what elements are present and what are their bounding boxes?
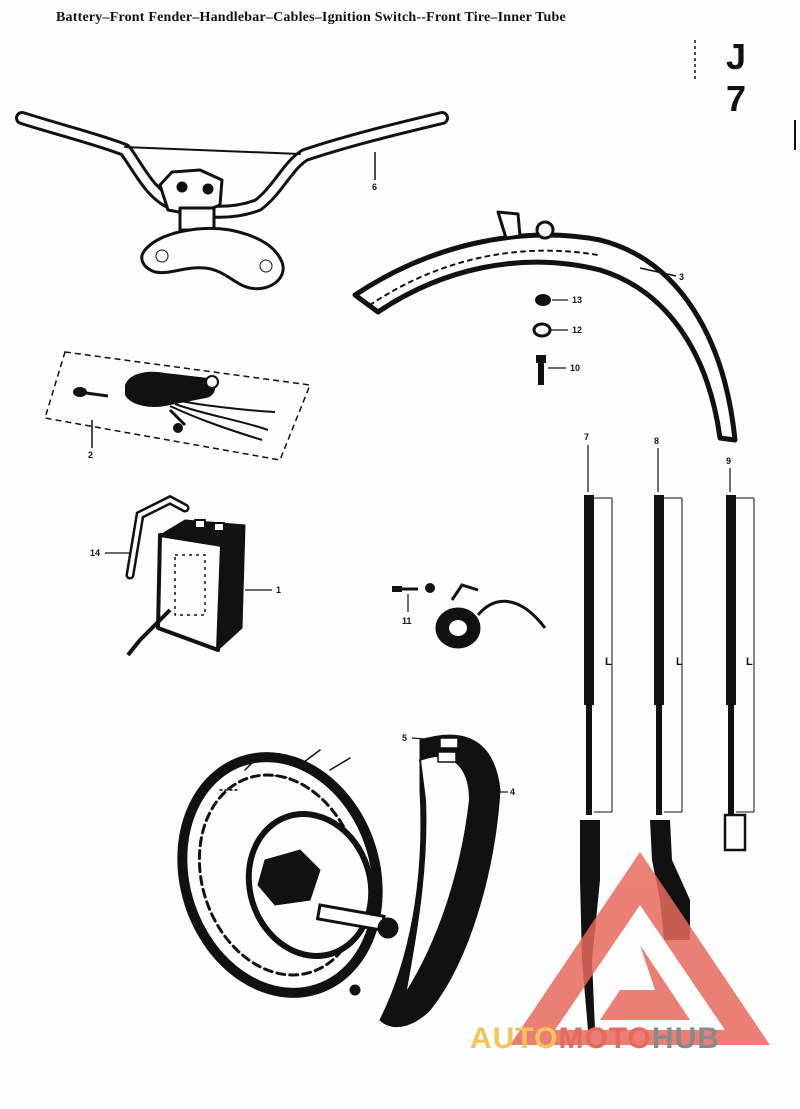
cable-b	[650, 448, 690, 940]
fender-washer: 12	[532, 322, 582, 338]
cable-c	[723, 468, 755, 852]
watermark-auto: AUTO	[470, 1022, 559, 1055]
dimension-label-a: L	[605, 656, 612, 668]
callout-cable-b: 8	[654, 436, 659, 446]
callout-cable-c: 9	[726, 456, 731, 466]
fender-nut: 13	[535, 294, 582, 306]
watermark-moto: MOTO	[558, 1022, 652, 1055]
watermark-logo-icon	[510, 852, 770, 1045]
callout-part10: 10	[570, 363, 580, 373]
callout-handlebar: 6	[372, 182, 377, 192]
callout-cable-a: 7	[584, 432, 589, 442]
ignition-bolt	[392, 583, 435, 593]
battery-bracket	[125, 494, 190, 580]
battery	[126, 519, 246, 657]
diagram-title: Battery–Front Fender–Handlebar–Cables–Ig…	[56, 10, 566, 25]
front-fender	[352, 210, 738, 443]
ignition-switch-assembly	[44, 351, 312, 461]
callout-part12: 12	[572, 325, 582, 335]
callout-tire: 4	[510, 787, 515, 797]
watermark-hub: HUB	[651, 1022, 720, 1055]
dimension-label-c: L	[746, 656, 753, 668]
fender-bolt: 10	[536, 355, 580, 385]
dimension-label-b: L	[676, 656, 683, 668]
callout-part13: 13	[572, 295, 582, 305]
watermark-text: AUTOMOTOHUB	[470, 1022, 720, 1056]
callout-fender: 3	[679, 272, 684, 282]
callout-ignition-switch: 2	[88, 450, 93, 460]
page-code: J 7	[726, 36, 757, 119]
switch-housing	[435, 583, 547, 649]
callout-bracket: 14	[90, 548, 100, 558]
callout-bolt11: 11	[402, 616, 412, 626]
front-tire	[379, 734, 501, 1028]
handlebar	[15, 111, 449, 291]
callout-battery: 1	[276, 585, 281, 595]
callout-tire-top: 5	[402, 733, 407, 743]
leader-tire-top	[411, 737, 439, 741]
front-wheel	[177, 749, 399, 998]
leader-fender	[639, 267, 677, 277]
